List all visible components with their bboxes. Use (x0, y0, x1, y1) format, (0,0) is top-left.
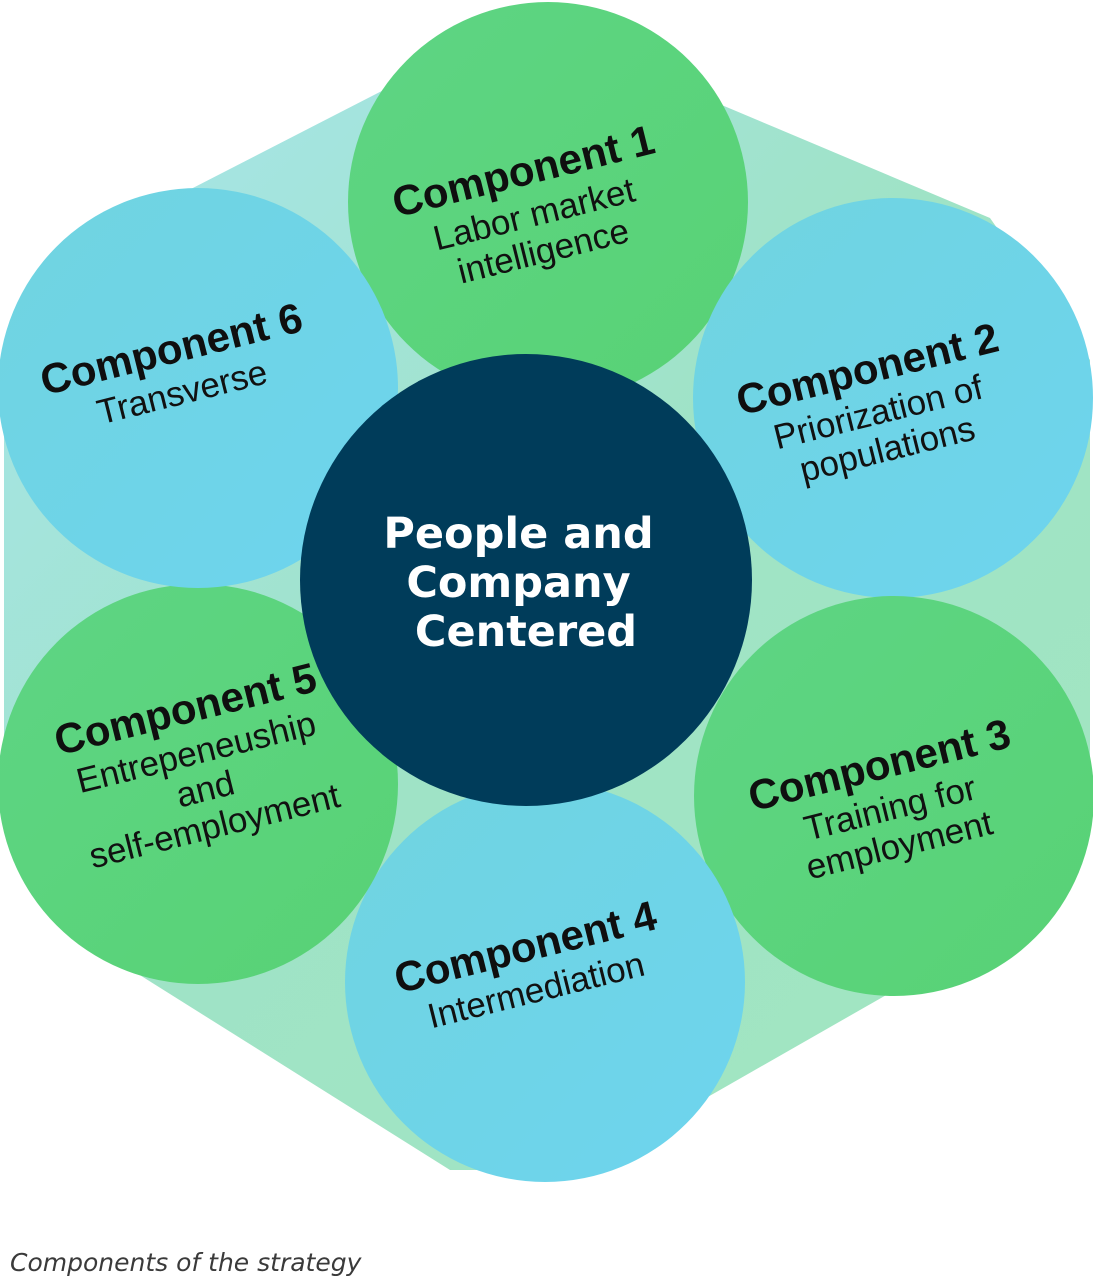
component-3-circle (694, 596, 1093, 996)
figure-caption: Components of the strategy (10, 1248, 362, 1277)
center-circle (300, 354, 752, 806)
component-5-circle (0, 584, 398, 984)
center-label-line-3: Centered (415, 607, 637, 657)
center-label-line-1: People and (383, 509, 653, 559)
center-label-line-2: Company (406, 558, 630, 608)
center-label: People and Company Centered (383, 509, 668, 657)
component-4-circle (345, 782, 745, 1182)
component-6-circle (0, 188, 398, 588)
component-2-circle (693, 198, 1093, 598)
component-1-circle (348, 2, 748, 402)
component-circles (0, 2, 1093, 1182)
